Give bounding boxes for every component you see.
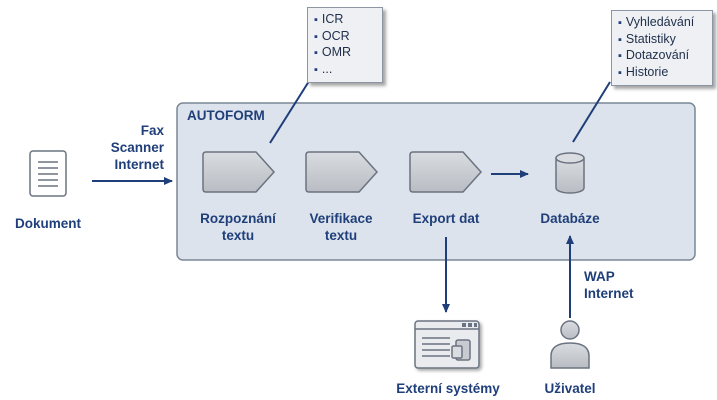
user-icon xyxy=(550,320,590,369)
recognition-method: ... xyxy=(314,62,376,79)
step-label-recognition: Rozpoznání textu xyxy=(188,210,288,244)
step-label-line: textu xyxy=(221,228,255,243)
recognition-method: OCR xyxy=(314,29,376,46)
database-function: Vyhledávání xyxy=(618,15,706,32)
step-label-verification: Verifikace textu xyxy=(291,210,391,244)
step-label-line: Verifikace xyxy=(309,211,373,226)
system-title: AUTOFORM xyxy=(187,108,265,123)
input-channels-label: Fax Scanner Internet xyxy=(100,122,164,173)
database-label: Databáze xyxy=(540,211,600,226)
recognition-method: OMR xyxy=(314,45,376,62)
database-icon xyxy=(555,152,585,194)
database-function: Historie xyxy=(618,65,706,82)
recognition-methods-callout: ICR OCR OMR ... xyxy=(307,7,383,83)
step-label-line: textu xyxy=(324,228,358,243)
external-systems-label: Externí systémy xyxy=(396,381,500,396)
input-channel: Internet xyxy=(114,157,164,172)
recognition-method: ICR xyxy=(314,12,376,29)
database-functions-callout: Vyhledávání Statistiky Dotazování Histor… xyxy=(611,10,713,86)
input-channel: Fax xyxy=(140,123,164,138)
user-channel: Internet xyxy=(584,286,634,301)
document-label: Dokument xyxy=(14,216,81,231)
recognition-callout-pointer xyxy=(269,77,312,144)
step-label-line: Rozpoznání xyxy=(200,211,276,226)
database-function: Dotazování xyxy=(618,48,706,65)
user-channel: WAP xyxy=(584,269,615,284)
step-label-line: Export dat xyxy=(412,211,480,226)
step-shape-export xyxy=(409,151,483,193)
step-shape-recognition xyxy=(202,151,276,193)
external-systems-icon xyxy=(414,320,480,369)
database-callout-pointer xyxy=(572,81,611,143)
database-function: Statistiky xyxy=(618,32,706,49)
user-channels-label: WAP Internet xyxy=(584,268,664,302)
step-shape-verification xyxy=(305,151,379,193)
step-label-export: Export dat xyxy=(396,210,496,227)
input-channel: Scanner xyxy=(110,140,164,155)
user-label: Uživatel xyxy=(544,381,596,396)
document-icon xyxy=(29,150,67,197)
